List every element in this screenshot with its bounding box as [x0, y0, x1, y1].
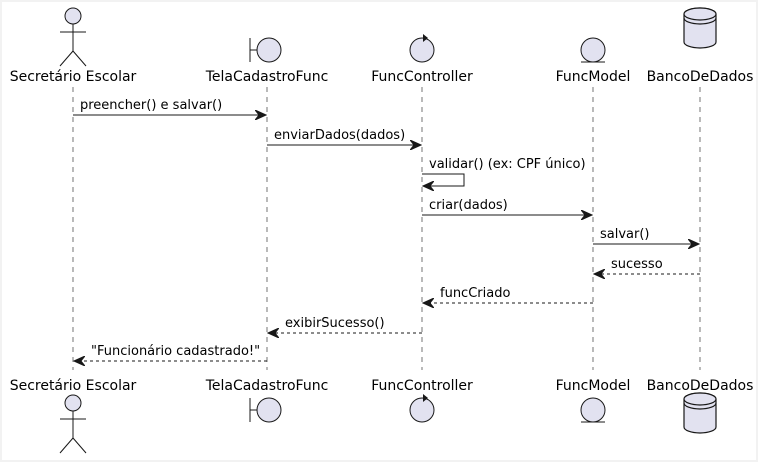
participant-label-secretario-top: Secretário Escolar	[10, 69, 137, 85]
participant-label-model-bottom: FuncModel	[556, 378, 631, 394]
actor-head-icon	[64, 394, 82, 412]
database-band-icon	[683, 402, 717, 410]
database-icon	[683, 7, 717, 49]
database-top-icon	[683, 392, 717, 406]
boundary-circle-icon	[256, 37, 282, 63]
control-icon	[409, 394, 435, 423]
message-label-7: funcCriado	[440, 286, 510, 301]
message-label-2: enviarDados(dados)	[274, 128, 405, 143]
boundary-circle-icon	[256, 397, 282, 423]
participant-label-tela-top: TelaCadastroFunc	[205, 69, 329, 85]
boundary-icon	[249, 37, 282, 63]
message-label-5: salvar()	[600, 227, 650, 242]
participant-label-controller-top: FuncController	[371, 69, 473, 85]
message-label-1: preencher() e salvar()	[80, 98, 222, 113]
message-label-8: exibirSucesso()	[285, 316, 385, 331]
control-circle-icon	[409, 397, 435, 423]
actor-leg-left-icon	[59, 50, 74, 67]
participant-label-controller-bottom: FuncController	[371, 378, 473, 394]
boundary-icon	[249, 397, 282, 423]
message-arrow-3	[422, 173, 465, 186]
message-label-4: criar(dados)	[429, 198, 508, 213]
participant-label-banco-top: BancoDeDados	[647, 69, 754, 85]
message-label-6: sucesso	[611, 257, 663, 272]
participant-label-banco-bottom: BancoDeDados	[647, 378, 754, 394]
entity-icon	[580, 37, 606, 63]
message-label-3: validar() (ex: CPF único)	[429, 157, 586, 172]
message-label-9: "Funcionário cadastrado!"	[91, 344, 260, 359]
control-arrow-icon	[423, 34, 428, 42]
actor-leg-left-icon	[59, 437, 74, 454]
control-arrow-icon	[423, 394, 428, 402]
actor-stick-figure-icon	[59, 394, 87, 454]
database-top-icon	[683, 7, 717, 21]
control-circle-icon	[409, 37, 435, 63]
participant-label-tela-bottom: TelaCadastroFunc	[205, 378, 329, 394]
actor-leg-right-icon	[72, 50, 87, 67]
entity-circle-icon	[580, 397, 606, 423]
entity-circle-icon	[580, 37, 606, 63]
participant-label-model-top: FuncModel	[556, 69, 631, 85]
participant-label-secretario-bottom: Secretário Escolar	[10, 378, 137, 394]
database-icon	[683, 392, 717, 434]
database-band-icon	[683, 17, 717, 25]
actor-head-icon	[64, 7, 82, 25]
control-icon	[409, 34, 435, 63]
entity-icon	[580, 397, 606, 423]
actor-leg-right-icon	[72, 437, 87, 454]
actor-stick-figure-icon	[59, 7, 87, 67]
